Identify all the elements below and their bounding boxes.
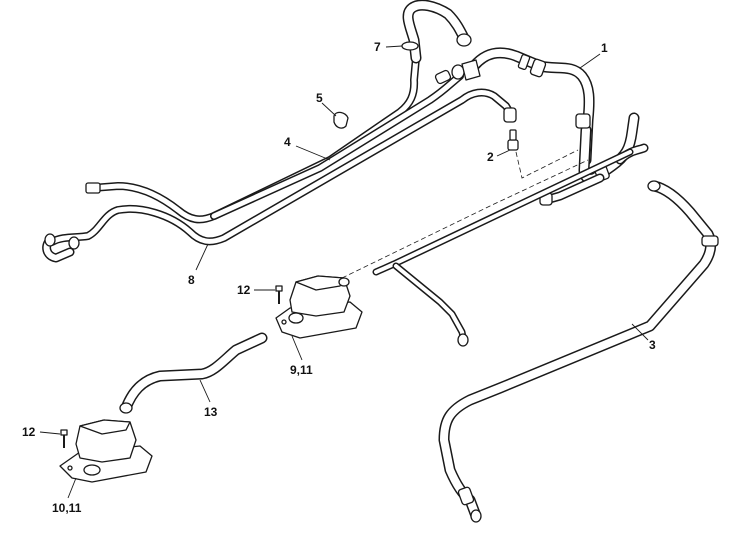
cooler-module-9-11 [275,275,363,339]
rigid-pipe [372,148,634,347]
hose-8 [42,88,517,263]
hose-4 [85,54,465,224]
fitting-2 [507,129,519,151]
callout-4: 4 [284,135,291,149]
bolt-12-lower [60,429,68,448]
callout-5: 5 [316,91,323,105]
callout-1: 1 [601,41,608,55]
cooler-module-10-11 [59,419,153,483]
hose-13 [119,332,268,414]
leader-lines [39,45,649,499]
callout-3: 3 [649,338,656,352]
callout-2: 2 [487,150,494,164]
clip-5 [333,111,349,129]
callout-12-upper: 12 [237,283,251,297]
callout-10-11: 10,11 [52,501,82,515]
callout-8: 8 [188,273,195,287]
assembly-dashes [341,149,589,279]
upper-hose [402,0,472,64]
clip-7 [401,41,419,51]
bolt-12-upper [275,285,283,304]
callout-9-11: 9,11 [290,363,313,377]
callout-7: 7 [374,40,381,54]
callout-12-lower: 12 [22,425,36,439]
hose-3 [438,180,719,523]
hose-1 [461,47,649,206]
callout-13: 13 [204,405,218,419]
callouts: 1 2 3 4 5 7 8 12 12 13 9,11 10,11 [22,40,656,515]
